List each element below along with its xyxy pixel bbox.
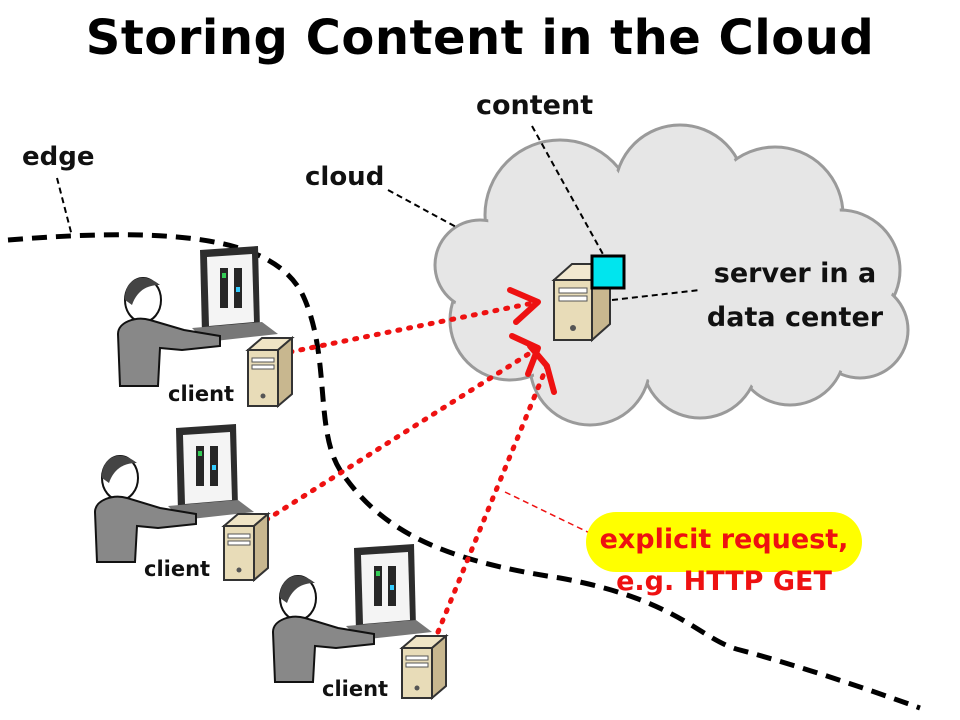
content-square-icon <box>590 254 626 290</box>
client-workstation-3 <box>271 544 449 701</box>
cloud-label: cloud <box>305 162 385 192</box>
page-title: Storing Content in the Cloud <box>85 10 875 66</box>
request-label-line-2: e.g. HTTP GET <box>616 566 832 597</box>
desktop-tower-icon <box>221 511 271 583</box>
client-workstation-1 <box>116 246 295 409</box>
request-arrow-3 <box>435 363 550 635</box>
client-workstation-2 <box>93 424 271 583</box>
request-label-line-1: explicit request, <box>599 524 849 555</box>
server-pointer-line <box>611 289 701 301</box>
client-label-1: client <box>168 382 235 406</box>
monitor-icon <box>346 544 432 640</box>
person-at-computer-icon <box>93 455 197 563</box>
request-arrow-1 <box>287 299 541 355</box>
request-arrowheads <box>507 287 557 395</box>
monitor-icon <box>168 424 254 520</box>
request-arrow-2 <box>263 345 541 523</box>
request-highlight <box>586 512 862 572</box>
server-label: server in a data center <box>690 252 900 340</box>
request-pointer-line <box>504 491 601 539</box>
desktop-tower-icon <box>399 633 449 701</box>
person-at-computer-icon <box>116 277 221 387</box>
client-label-3: client <box>322 677 389 701</box>
monitor-icon <box>192 246 278 342</box>
edge-pointer-line <box>56 177 73 237</box>
edge-label: edge <box>22 142 95 172</box>
person-at-computer-icon <box>271 575 375 683</box>
server-label-line-1: server in a <box>713 258 877 289</box>
desktop-tower-icon <box>245 335 295 409</box>
client-label-2: client <box>144 557 211 581</box>
cloud-pointer-line <box>387 189 459 229</box>
content-label: content <box>476 90 594 121</box>
server-label-line-2: data center <box>706 302 884 333</box>
network-edge-boundary <box>7 232 921 711</box>
content-pointer-line <box>531 125 605 257</box>
